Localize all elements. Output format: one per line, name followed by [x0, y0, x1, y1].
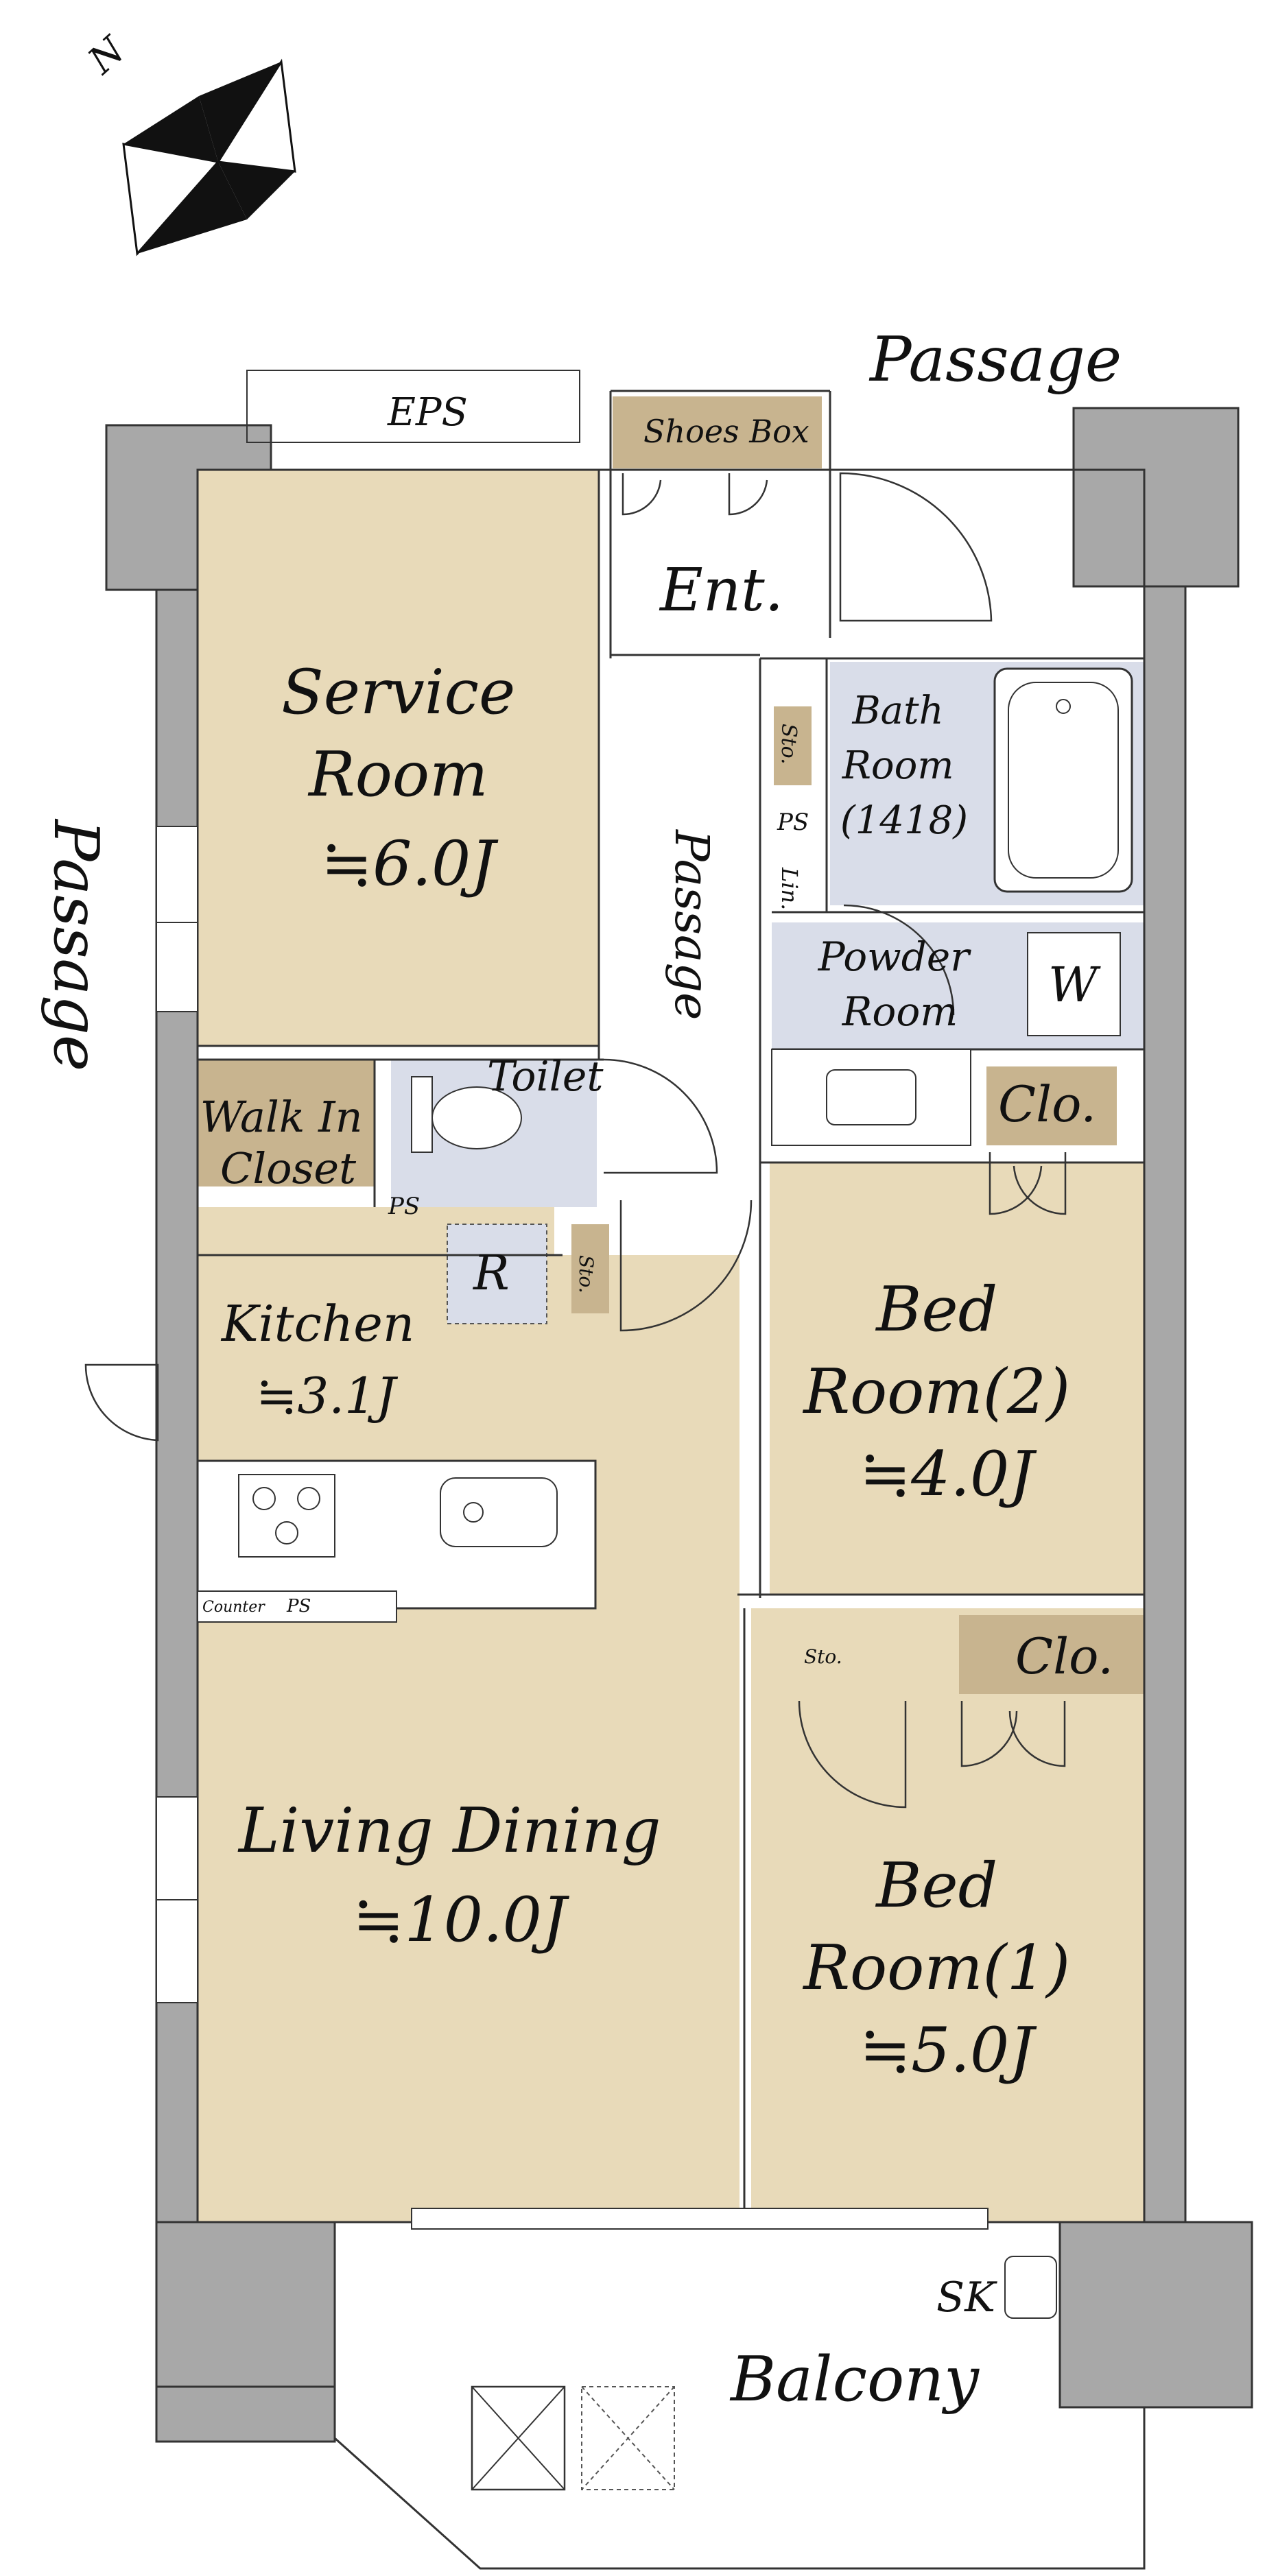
- washer-space: [1027, 932, 1121, 1036]
- service-room: [198, 470, 599, 1046]
- bedroom-1: [751, 1608, 1144, 2222]
- passage-top-label: Passage: [868, 324, 1122, 396]
- eps-label: EPS: [387, 390, 468, 435]
- passage-left-label: Passage: [40, 818, 112, 1071]
- passage-center-label: Passage: [664, 828, 718, 1020]
- ps-label-toilet: PS: [388, 1193, 420, 1220]
- ps-label-kitchen: PS: [286, 1596, 311, 1617]
- counter-label: Counter: [202, 1599, 265, 1616]
- kitchen-counter: [196, 1459, 597, 1623]
- bedroom-2: [770, 1162, 1144, 1595]
- toilet-label: Toilet: [487, 1053, 604, 1101]
- storage-kitchen-label: Sto.: [575, 1255, 597, 1293]
- washer-label: W: [1048, 957, 1101, 1013]
- compass-rose-icon: [122, 58, 296, 257]
- doors: [84, 472, 1067, 1809]
- kitchen-living-dining: [198, 1255, 739, 2222]
- linen-label: Lin.: [777, 867, 803, 910]
- closet-bedroom-1-label: Clo.: [1015, 1627, 1113, 1685]
- balcony-area: [333, 2229, 1146, 2570]
- storage-kitchen: [571, 1224, 609, 1313]
- storage-bedroom-1-label: Sto.: [804, 1645, 842, 1668]
- ps-label-hall: PS: [777, 809, 809, 836]
- shoes-box: [613, 396, 822, 468]
- balcony-label: Balcony: [729, 2344, 980, 2416]
- windows: [156, 826, 989, 2230]
- closet-bedroom-1: [959, 1615, 1144, 1694]
- walk-in-closet: [198, 1060, 375, 1186]
- north-label: N: [79, 27, 134, 83]
- refrigerator-label: R: [472, 1245, 510, 1301]
- powder-room-label: Powder Room: [818, 933, 982, 1035]
- closet-bedroom-2: [986, 1066, 1117, 1145]
- bathtub: [993, 667, 1133, 893]
- bedroom-2-label: Bed Room(2) ≒4.0J: [802, 1274, 1090, 1510]
- storage-hall: [774, 706, 812, 785]
- walk-in-closet-label: Walk In Closet: [200, 1092, 377, 1193]
- sk-label: SK: [936, 2274, 997, 2322]
- storage-hall-label: Sto.: [777, 724, 801, 765]
- service-room-label: Service Room ≒6.0J: [281, 656, 535, 900]
- bedroom-1-label: Bed Room(1) ≒5.0J: [802, 1850, 1090, 2086]
- bath-room-label: Bath Room (1418): [840, 689, 968, 843]
- shoes-box-label: Shoes Box: [643, 413, 809, 450]
- refrigerator-space: [447, 1224, 547, 1324]
- closet-bedroom-2-label: Clo.: [998, 1075, 1096, 1133]
- entrance-label: Ent.: [659, 556, 783, 625]
- toilet-fixture: [411, 1076, 522, 1153]
- kitchen-label: Kitchen ≒3.1J: [220, 1295, 430, 1424]
- living-dining-label: Living Dining ≒10.0J: [237, 1795, 681, 1956]
- vanity-sink: [771, 1049, 971, 1146]
